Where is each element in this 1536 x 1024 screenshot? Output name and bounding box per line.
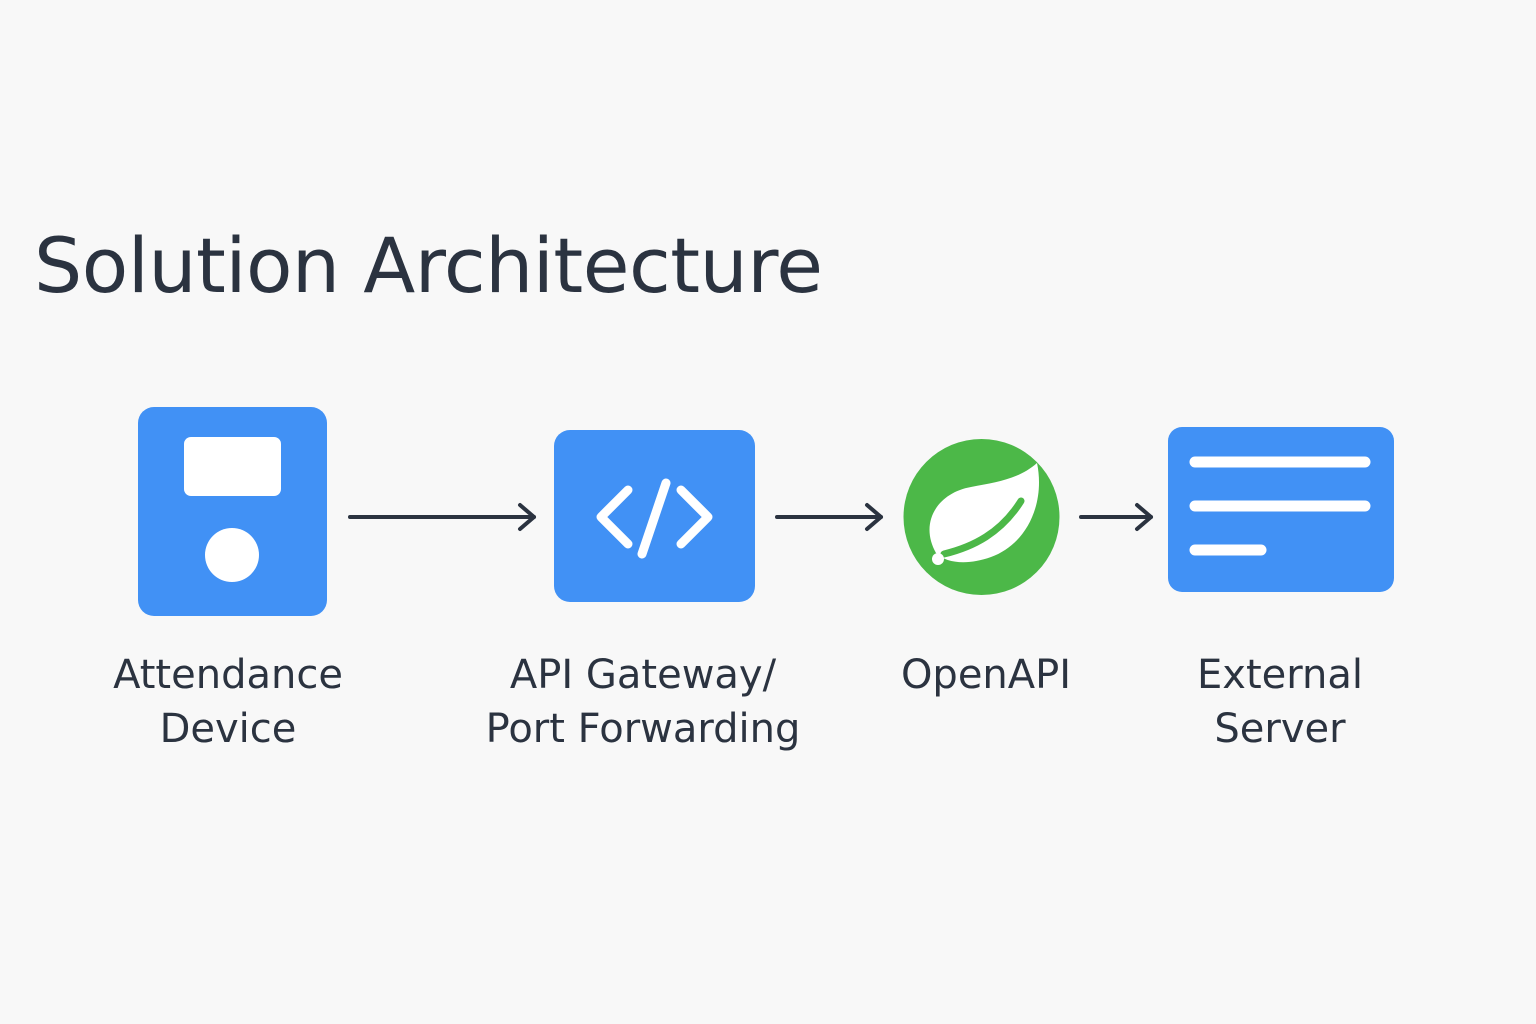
- external-server-label-line-1: External: [1197, 652, 1363, 698]
- attendance-device-icon: [138, 407, 327, 616]
- attendance-device-label-line-1: Attendance: [113, 652, 343, 698]
- server-lines-icon: [1168, 427, 1394, 592]
- attendance-device-label-line-2: Device: [159, 706, 297, 752]
- external-server-label: External Server: [1140, 648, 1420, 756]
- api-gateway-label-line-1: API Gateway/: [509, 652, 777, 698]
- arrow-gateway-to-openapi: [775, 502, 887, 532]
- attendance-device-label: Attendance Device: [78, 648, 378, 756]
- openapi-label-line-1: OpenAPI: [900, 652, 1072, 698]
- api-gateway-label-line-2: Port Forwarding: [485, 706, 801, 752]
- arrow-openapi-to-server: [1079, 502, 1157, 532]
- arrow-device-to-gateway: [348, 502, 540, 532]
- spring-leaf-icon: [903, 437, 1060, 597]
- code-brackets-icon: [554, 430, 755, 602]
- diagram-title: Solution Architecture: [34, 221, 823, 310]
- external-server-label-line-2: Server: [1214, 706, 1346, 752]
- api-gateway-label: API Gateway/ Port Forwarding: [468, 648, 818, 756]
- openapi-label: OpenAPI: [866, 648, 1106, 702]
